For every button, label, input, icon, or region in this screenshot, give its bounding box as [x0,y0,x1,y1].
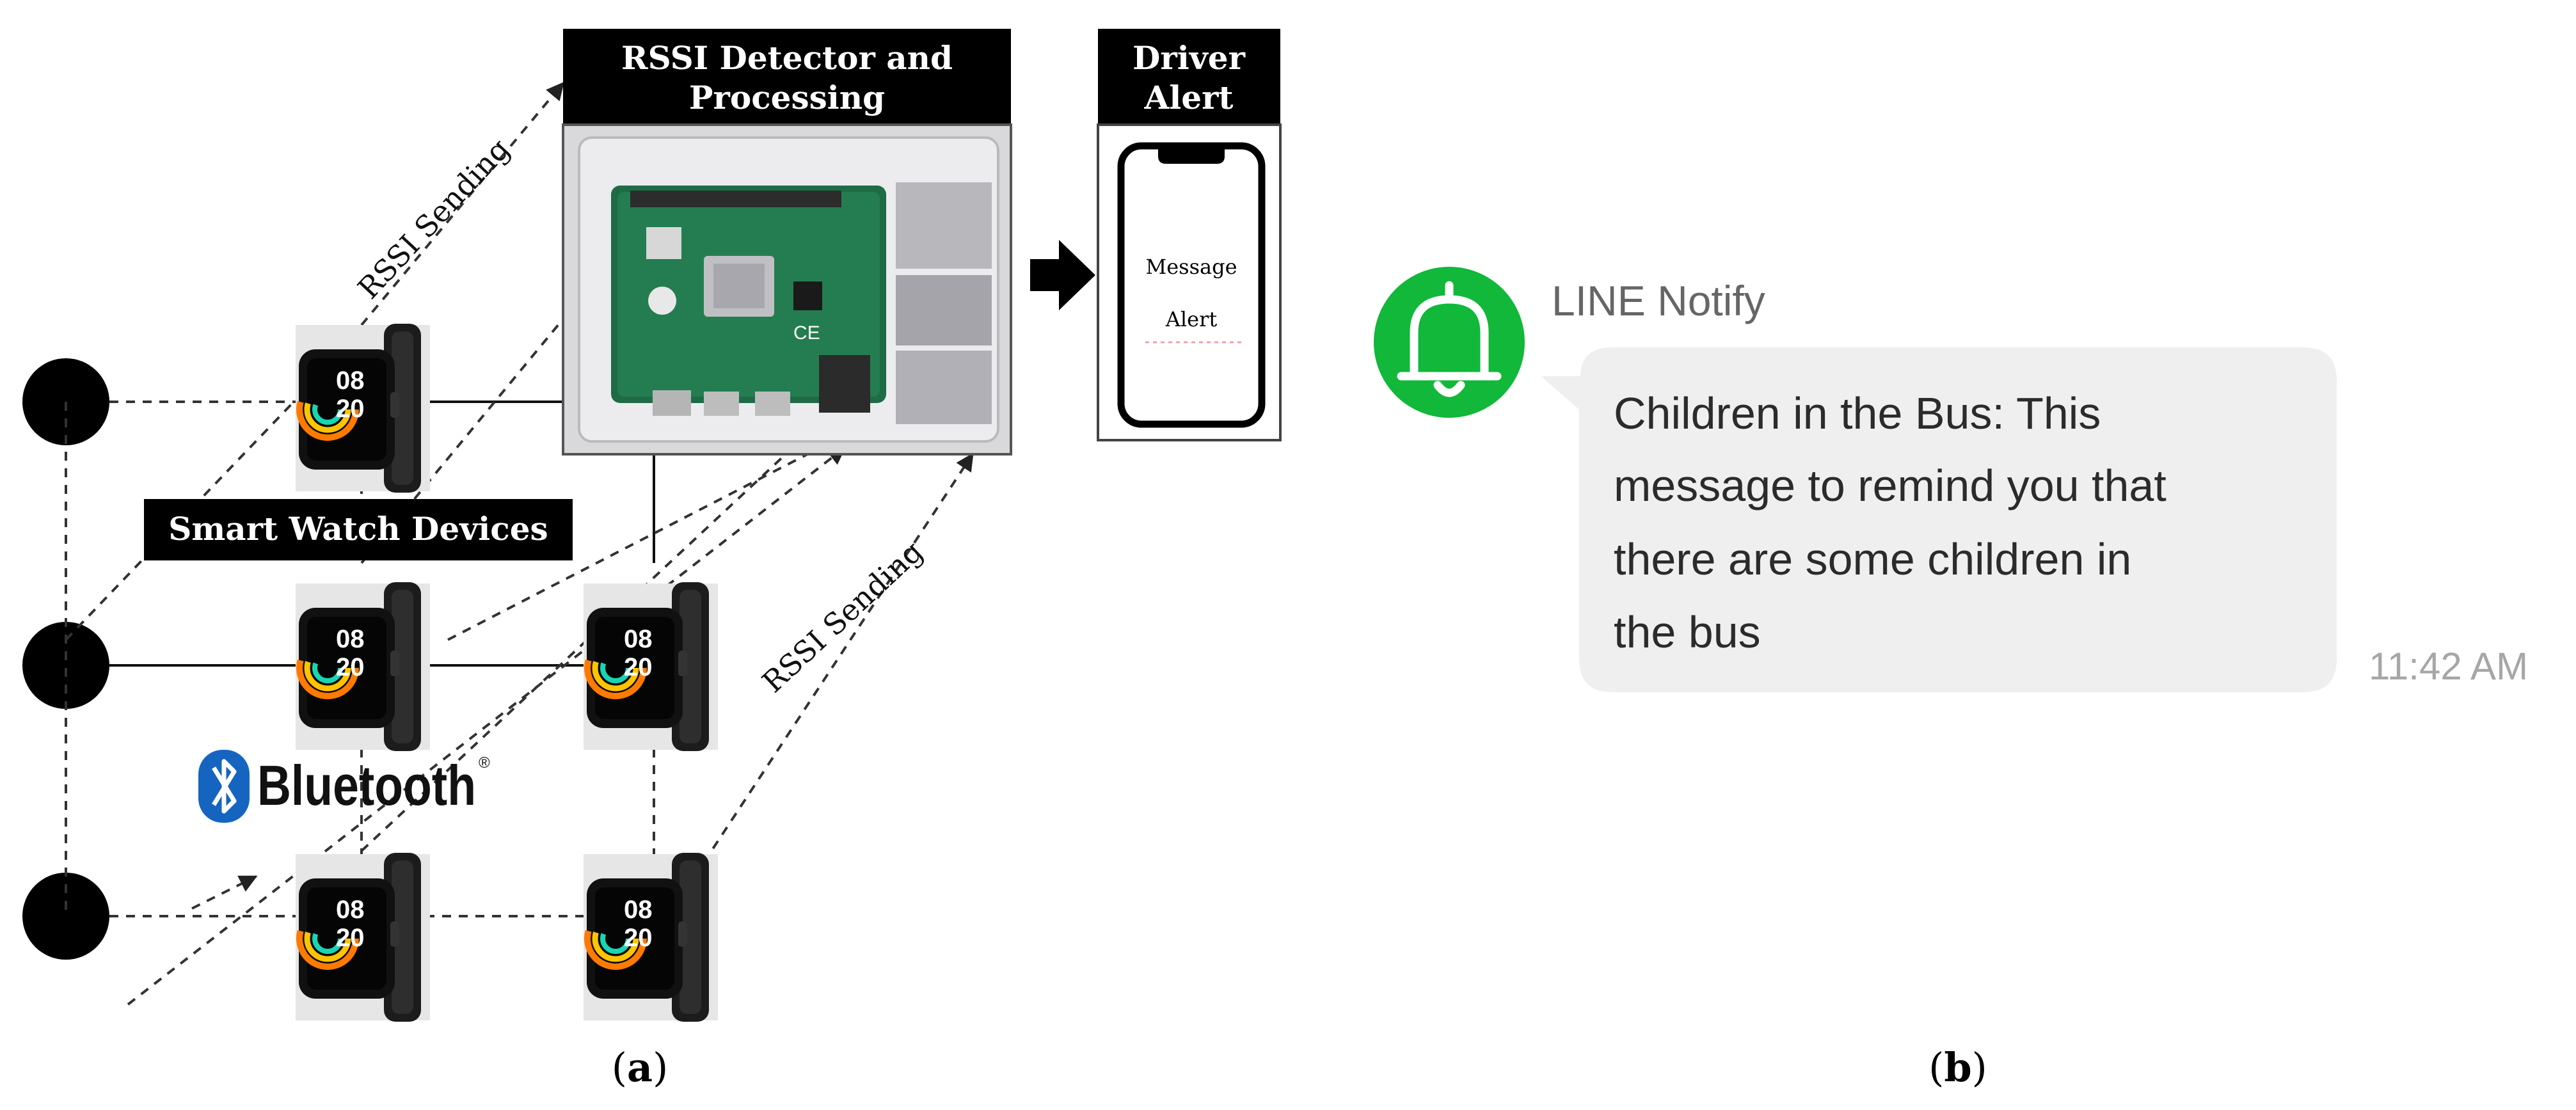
sender-name: LINE Notify [1552,277,1765,324]
watch-botright-minute: 20 [624,924,653,952]
board-logo-text: CE [793,322,820,344]
chat-bubble [1541,347,2337,692]
raspberry-pi-board: CE [562,123,1012,456]
rssi-arrow-1 [360,81,564,326]
message-line-2: message to remind you that [1614,461,2167,511]
watch-midleft-hour: 08 [336,625,365,653]
alert-header-box [1098,29,1280,125]
watch-botleft-hour: 08 [336,896,365,924]
bluetooth-label: Bluetooth [257,754,476,817]
caption-a: (a) [612,1044,669,1091]
node-circle-bottom [22,873,109,960]
rssi-sending-label-lower: RSSI Sending [756,534,930,699]
bluetooth-logo: Bluetooth ® [198,750,490,823]
rssi-arrows [127,81,974,1006]
processor-header-line2: Processing [689,79,885,116]
message-time: 11:42 AM [2369,645,2528,688]
processor-header-line1: RSSI Detector and [621,39,953,77]
devices-label-box [144,499,573,560]
phone-message-line2: Alert [1165,307,1218,331]
message-line-1: Children in the Bus: This [1614,388,2101,438]
line-notify-avatar [1374,267,1525,418]
bluetooth-icon [198,750,250,823]
watch-midright-hour: 08 [624,625,653,653]
watch-top-hour: 08 [336,367,365,395]
panel-a: RSSI Detector and Processing CE [22,29,1282,1091]
bell-icon [1397,281,1502,397]
caption-b: (b) [1928,1044,1987,1091]
watch-botright-hour: 08 [624,896,653,924]
message-line-4: the bus [1614,607,1761,657]
node-circles [22,358,109,960]
arrow-to-alert-icon [1030,240,1095,310]
message-line-3: there are some children in [1614,534,2131,584]
watch-top-minute: 20 [336,395,365,423]
watch-botleft-minute: 20 [336,924,365,952]
devices-label: Smart Watch Devices [168,510,548,548]
panel-b: LINE Notify Children in the Bus: This me… [1374,267,2528,1091]
processor-header-box [563,29,1011,125]
phone-message-line1: Message [1145,255,1237,279]
rssi-arrow-4 [127,447,847,1006]
phone-icon [1117,142,1266,428]
alert-header-line1: Driver [1133,39,1246,77]
alert-header-line2: Alert [1143,79,1233,116]
watch-midleft-minute: 20 [336,653,365,681]
node-circle-middle [22,622,109,709]
bluetooth-registered: ® [479,754,490,772]
watch-midright-minute: 20 [624,653,653,681]
rssi-sending-label-upper: RSSI Sending [351,132,517,306]
rssi-arrow-7 [191,875,258,910]
rssi-arrow-5 [447,434,847,641]
